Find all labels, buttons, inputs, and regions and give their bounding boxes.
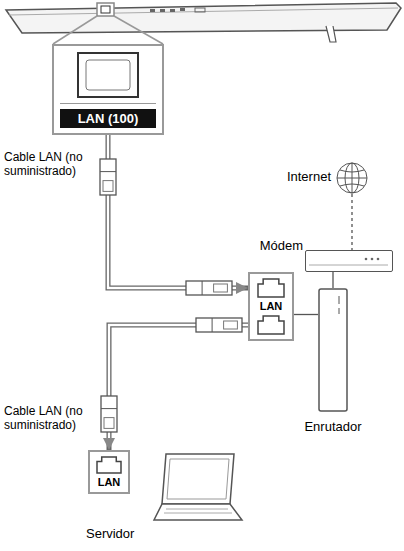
internet-globe: Internet [336,162,368,194]
router-icon [318,288,348,412]
separator [60,103,156,104]
router-tower: Enrutador [318,288,348,412]
node-label: Módem [260,238,303,253]
lan-port-icon [257,315,285,335]
lan-plug [101,396,117,432]
connection-line [352,194,353,250]
node-label: LAN (100) [60,109,156,128]
server-laptop: Servidor [152,452,244,524]
node-label: LAN [260,300,283,312]
node-label: Servidor [86,526,134,541]
cable-core [108,135,236,288]
router-lan-ports: LAN [248,272,294,341]
lan-port-closeup [60,51,156,99]
globe-icon [336,162,368,194]
lan-cable [109,325,248,450]
connector-path [108,135,248,288]
node-label: Internet [287,169,331,184]
modem-box: Módem [305,250,393,272]
node-label: LAN [98,476,121,488]
lan-cable [108,135,248,288]
laptop-lan-port: LAN [88,450,130,494]
connector-path [294,314,318,315]
connection-line [294,314,318,315]
lan-plug [186,281,232,295]
lan-plug [100,159,116,195]
cable-label: Cable LAN (no suministrado) [4,150,88,179]
node-label: Enrutador [304,419,361,434]
lan-port-icon [257,278,285,298]
laptop-icon [152,452,244,524]
connector-path [332,272,333,288]
lan-port-icon [96,456,122,474]
connector-path [351,194,352,250]
connection-line [333,272,334,288]
cable-core [109,325,248,438]
callout-lines [53,16,163,44]
connector-path [109,325,248,450]
cable-label: Cable LAN (no suministrado) [4,404,88,433]
lan-plug [196,318,242,332]
modem-leds [306,251,391,270]
port-callout: LAN (100) [52,44,164,135]
